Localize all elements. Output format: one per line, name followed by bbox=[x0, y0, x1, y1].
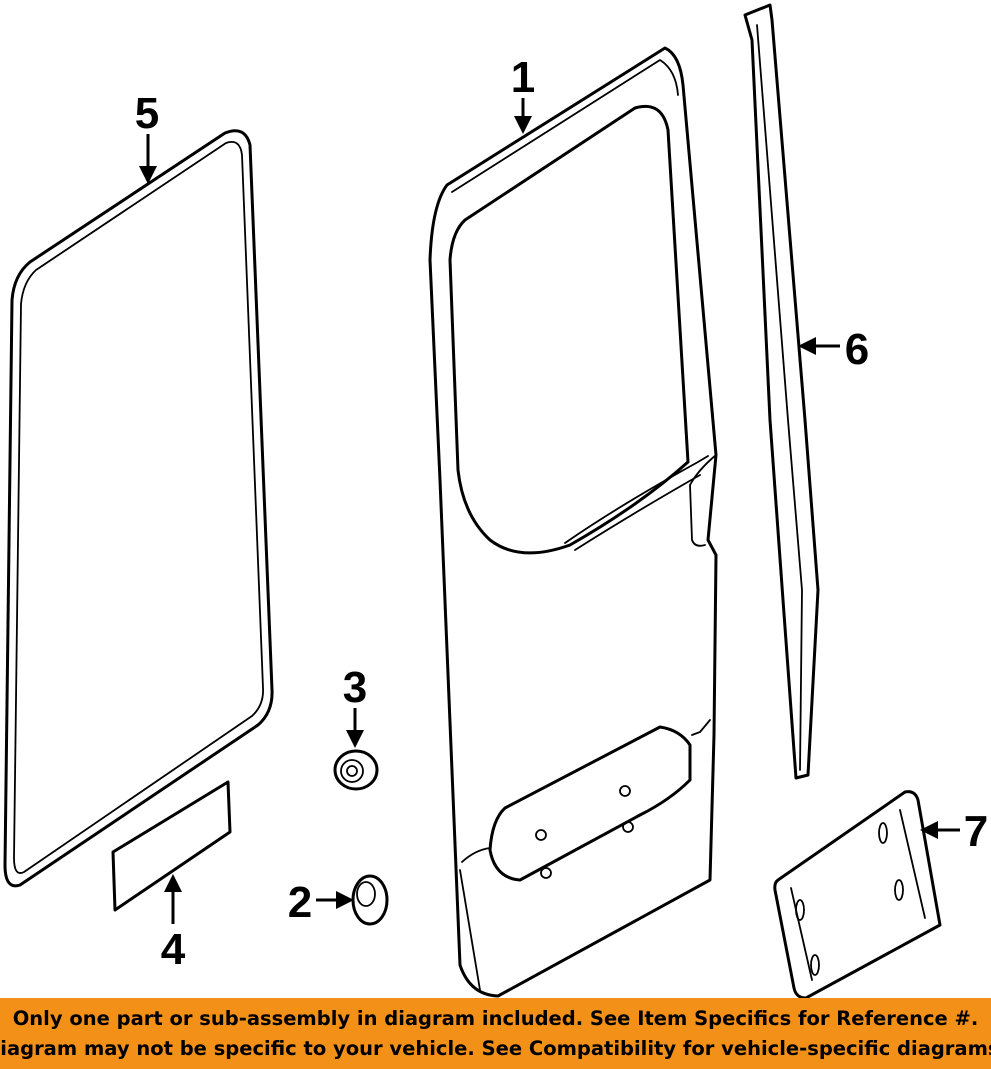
part-2-plug bbox=[351, 874, 389, 926]
callout-7: 7 bbox=[920, 807, 988, 856]
parts-diagram: 1 5 6 3 7 2 4 bbox=[3, 3, 988, 998]
part-6-seal-strip bbox=[743, 3, 820, 780]
callout-6-label: 6 bbox=[845, 325, 869, 374]
callout-5-label: 5 bbox=[135, 89, 159, 138]
callout-6: 6 bbox=[798, 325, 869, 374]
callout-1: 1 bbox=[511, 53, 535, 134]
callout-3-label: 3 bbox=[343, 663, 367, 712]
callout-2-label: 2 bbox=[288, 878, 312, 927]
part-3-bumper bbox=[333, 749, 379, 791]
callout-3: 3 bbox=[343, 663, 367, 748]
callout-7-label: 7 bbox=[964, 807, 988, 856]
part-4-label bbox=[111, 780, 232, 912]
callout-5: 5 bbox=[135, 89, 159, 184]
part-5-window-seal bbox=[3, 129, 274, 888]
part-1-door-panel bbox=[428, 46, 718, 998]
disclaimer-line-1: Only one part or sub-assembly in diagram… bbox=[12, 1006, 979, 1030]
disclaimer-line-2: Diagram may not be specific to your vehi… bbox=[0, 1036, 991, 1060]
callout-2: 2 bbox=[288, 878, 354, 927]
callout-1-label: 1 bbox=[511, 53, 535, 102]
disclaimer-banner: Only one part or sub-assembly in diagram… bbox=[0, 998, 991, 1069]
callout-4-label: 4 bbox=[161, 925, 186, 974]
callout-4: 4 bbox=[161, 874, 186, 974]
part-7-plate-bracket bbox=[773, 790, 942, 998]
